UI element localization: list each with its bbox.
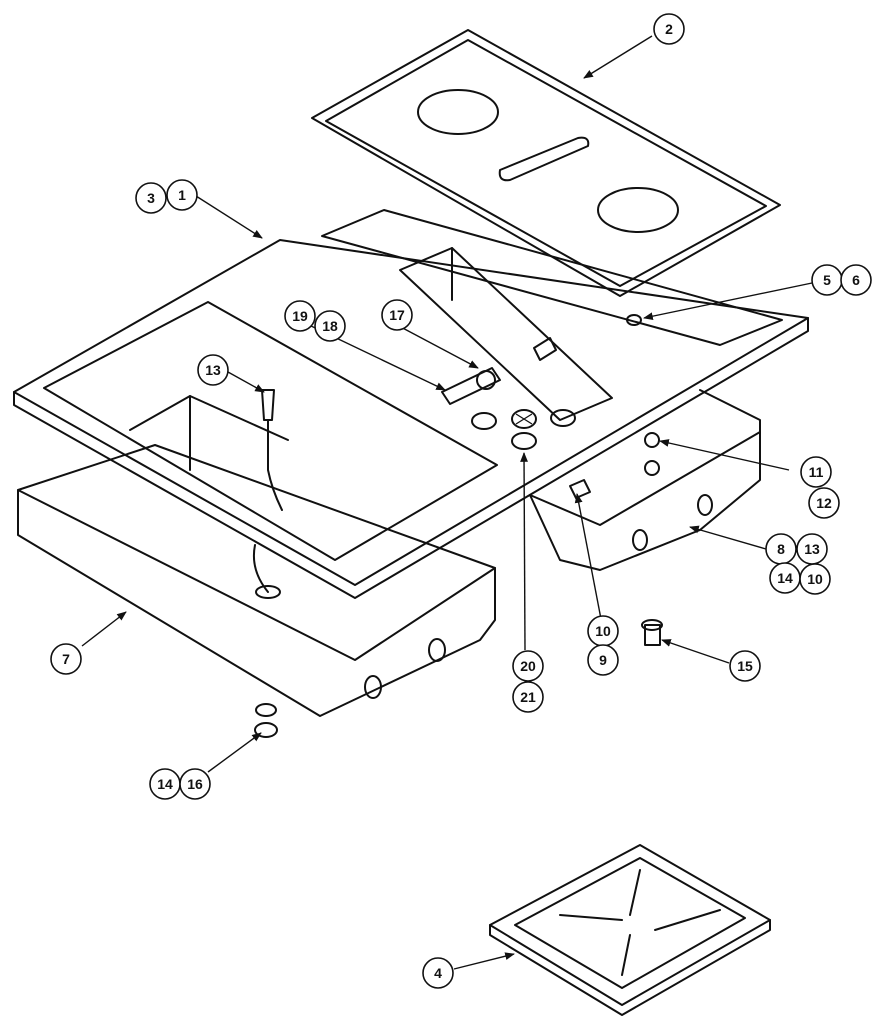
burner-grate <box>489 844 771 1016</box>
svg-text:7: 7 <box>62 651 70 667</box>
callout-3: 3 <box>135 182 167 214</box>
main-frame <box>13 209 809 599</box>
small-parts <box>254 314 663 738</box>
svg-text:14: 14 <box>157 776 173 792</box>
callout-1: 1 <box>166 179 198 211</box>
callout-16: 16 <box>179 768 211 800</box>
svg-text:15: 15 <box>737 658 753 674</box>
left-burner-box <box>17 389 496 717</box>
callout-18: 18 <box>314 310 346 342</box>
svg-text:11: 11 <box>809 464 824 480</box>
svg-text:8: 8 <box>777 541 785 557</box>
callout-13a: 13 <box>197 354 229 386</box>
svg-text:10: 10 <box>595 623 611 639</box>
svg-text:18: 18 <box>322 318 338 334</box>
callout-12: 12 <box>808 487 840 519</box>
callout-14a: 14 <box>769 562 801 594</box>
svg-text:20: 20 <box>520 658 536 674</box>
callout-10a: 10 <box>799 563 831 595</box>
right-burner-box <box>399 247 761 571</box>
svg-text:5: 5 <box>823 272 831 288</box>
svg-text:10: 10 <box>807 571 823 587</box>
callout-8: 8 <box>765 533 797 565</box>
svg-text:6: 6 <box>852 272 860 288</box>
svg-text:3: 3 <box>147 190 155 206</box>
svg-text:4: 4 <box>434 965 442 981</box>
callout-5: 5 <box>811 264 843 296</box>
callout-20: 20 <box>512 650 544 682</box>
svg-text:13: 13 <box>804 541 820 557</box>
callout-2: 2 <box>653 13 685 45</box>
callout-13b: 13 <box>796 533 828 565</box>
callout-17: 17 <box>381 299 413 331</box>
svg-text:16: 16 <box>187 776 203 792</box>
callout-21: 21 <box>512 681 544 713</box>
leader-lines <box>81 35 813 970</box>
svg-text:14: 14 <box>777 570 793 586</box>
callout-11: 11 <box>800 456 832 488</box>
callout-14b: 14 <box>149 768 181 800</box>
svg-text:1: 1 <box>178 187 186 203</box>
svg-text:13: 13 <box>205 362 221 378</box>
callout-19: 19 <box>284 300 316 332</box>
svg-text:2: 2 <box>665 21 673 37</box>
callout-4: 4 <box>422 957 454 989</box>
svg-text:19: 19 <box>292 308 308 324</box>
callout-9: 9 <box>587 644 619 676</box>
callout-6: 6 <box>840 264 872 296</box>
cooktop-top-panel <box>311 29 781 297</box>
callout-7: 7 <box>50 643 82 675</box>
svg-text:12: 12 <box>816 495 832 511</box>
svg-text:21: 21 <box>520 689 536 705</box>
svg-text:9: 9 <box>599 652 607 668</box>
callout-15: 15 <box>729 650 761 682</box>
callout-10b: 10 <box>587 615 619 647</box>
svg-text:17: 17 <box>389 307 405 323</box>
